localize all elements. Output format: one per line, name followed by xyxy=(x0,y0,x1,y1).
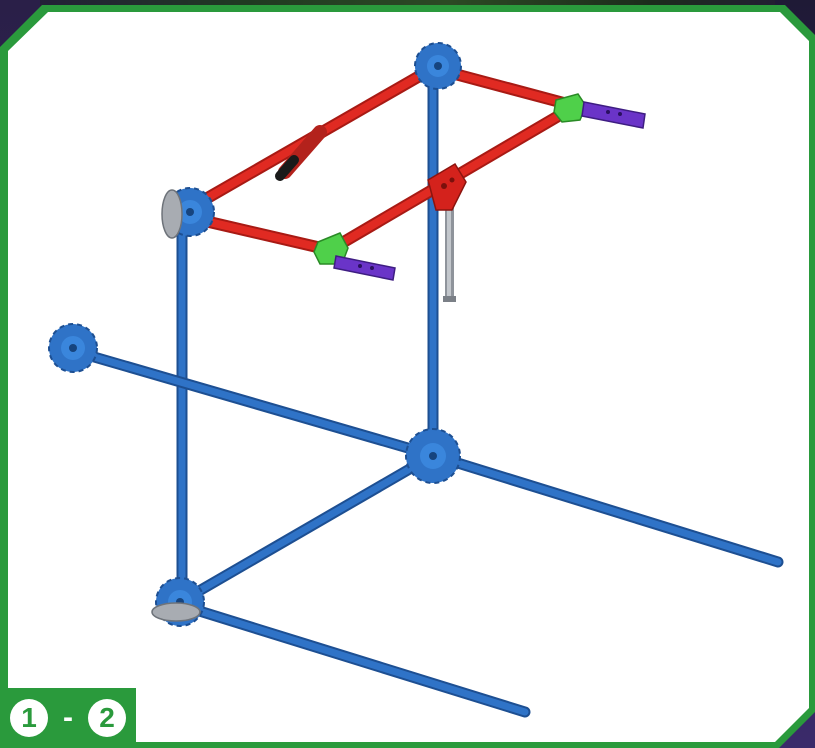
blue-connector xyxy=(49,324,97,372)
blue-connector xyxy=(415,43,461,89)
panel-background xyxy=(8,12,809,742)
grey-connector xyxy=(152,603,200,621)
step-end-number: 2 xyxy=(88,699,126,737)
step-separator: - xyxy=(48,699,88,737)
blue-connector xyxy=(406,429,460,483)
grey-connector xyxy=(162,190,182,238)
step-start-number: 1 xyxy=(10,699,48,737)
step-badge: 1 - 2 xyxy=(0,688,136,748)
